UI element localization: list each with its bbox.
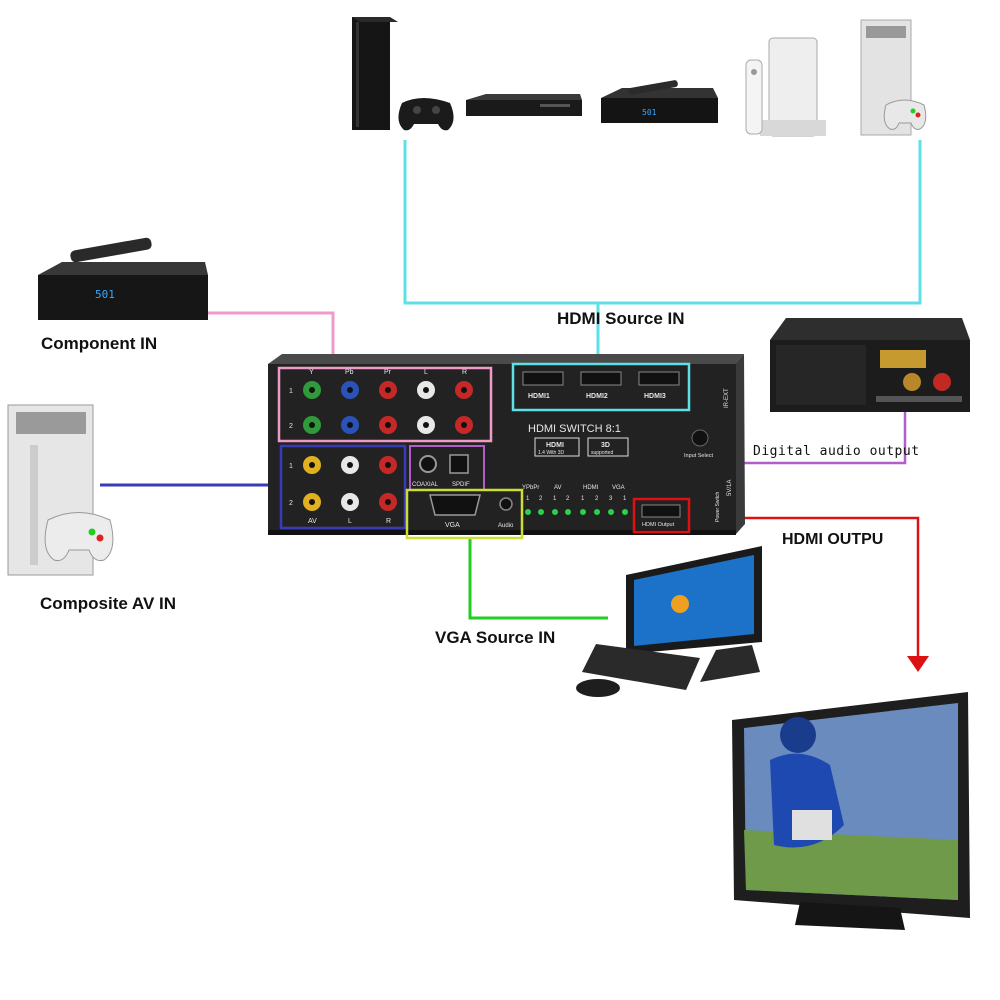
xbox-console-icon [7, 404, 114, 576]
led-num: 3 [609, 496, 613, 502]
coaxial-label: COAXIAL [412, 482, 439, 488]
vga-source-in-label: VGA Source IN [435, 628, 556, 647]
hdmi-source-in-label: HDMI Source IN [557, 309, 685, 328]
hdmi-badge [534, 437, 580, 457]
hdmi3-label: HDMI3 [644, 393, 666, 400]
component-jacks [303, 381, 473, 434]
coaxial-jack [419, 455, 437, 473]
led-label-av: AV [554, 485, 562, 491]
row-label-1: 1 [289, 388, 293, 395]
led-num: 1 [581, 496, 585, 502]
amplifier-icon [770, 318, 970, 412]
3d-badge [587, 437, 629, 457]
set-top-box-icon: 501 [38, 237, 208, 320]
audio-jack [499, 497, 513, 511]
game-console-icon [352, 17, 454, 131]
led-label-hdmi: HDMI [583, 485, 599, 491]
status-leds [525, 509, 628, 515]
comp-label-y: Y [309, 369, 314, 376]
hdmi2-label: HDMI2 [586, 393, 608, 400]
vga-line [468, 537, 608, 620]
led-label-ypbpr: YPbPr [522, 485, 539, 491]
hdmi-input-port-group [511, 362, 691, 412]
comp-label-pr: Pr [384, 369, 392, 376]
row-label-2: 2 [289, 500, 293, 507]
power-switch-label: Power Switch [715, 491, 721, 522]
television-icon [732, 692, 970, 930]
spdif-jack [449, 454, 469, 474]
input-select-button [691, 429, 709, 447]
digital-audio-output-label: Digital audio output [753, 444, 920, 459]
vga-port-group [405, 488, 524, 540]
hdmi-output-line [688, 516, 920, 660]
component-in-label: Component IN [41, 334, 158, 353]
comp-label-pb: Pb [345, 369, 354, 376]
hdmi-output-port-label: HDMI Output [642, 522, 675, 528]
hdmi-badge-sub: 1.4 With 3D [538, 450, 565, 456]
hdmi-output-port-group [632, 497, 691, 534]
hdmi1-port [522, 371, 564, 386]
comp-label-l: L [424, 369, 428, 376]
vga-label: VGA [445, 522, 460, 529]
hdmi-output-port [641, 504, 681, 518]
composite-port-group [279, 444, 407, 530]
hdmi2-port [580, 371, 622, 386]
av-label: AV [308, 518, 317, 525]
led-num: 2 [539, 496, 543, 502]
power-label: 5V/1A [727, 480, 733, 496]
composite-av-in-label: Composite AV IN [40, 594, 177, 613]
svg-text:501: 501 [95, 288, 115, 301]
av-r-label: R [386, 518, 391, 525]
composite-jacks [303, 456, 397, 511]
hdmi-badge-label: HDMI [546, 442, 564, 449]
device-title: HDMI SWITCH 8:1 [528, 423, 621, 435]
blu-ray-player-icon [466, 94, 582, 116]
audio-label: Audio [498, 523, 514, 529]
xbox-console-icon [860, 19, 927, 136]
led-num: 1 [526, 496, 530, 502]
wii-console-icon [745, 37, 826, 137]
row-label-2: 2 [289, 423, 293, 430]
input-select-label: Input Select [684, 453, 714, 459]
comp-label-r: R [462, 369, 467, 376]
svg-text:501: 501 [642, 108, 657, 117]
led-num: 1 [623, 496, 627, 502]
component-port-group [277, 366, 493, 443]
vga-port [429, 494, 481, 516]
3d-badge-sub: supported [591, 450, 613, 456]
row-label-1: 1 [289, 463, 293, 470]
hdmi-switch-device: Y Pb Pr L R 1 2 1 2 AV L R COAXIAL SPDIF… [268, 354, 745, 540]
spdif-label: SPDIF [452, 482, 470, 488]
hdmi3-port [638, 371, 680, 386]
led-label-vga: VGA [612, 485, 625, 491]
av-l-label: L [348, 518, 352, 525]
hdmi1-label: HDMI1 [528, 393, 550, 400]
set-top-box-icon: 501 [601, 80, 718, 123]
3d-badge-label: 3D [601, 442, 610, 449]
component-line [205, 311, 335, 368]
led-num: 2 [595, 496, 599, 502]
led-num: 2 [566, 496, 570, 502]
hdmi-output-arrow [907, 656, 929, 672]
ir-ext-label: IR-EXT [724, 388, 730, 408]
computer-monitor-icon [576, 546, 762, 697]
hdmi-output-label: HDMI OUTPU [782, 531, 884, 548]
led-num: 1 [553, 496, 557, 502]
